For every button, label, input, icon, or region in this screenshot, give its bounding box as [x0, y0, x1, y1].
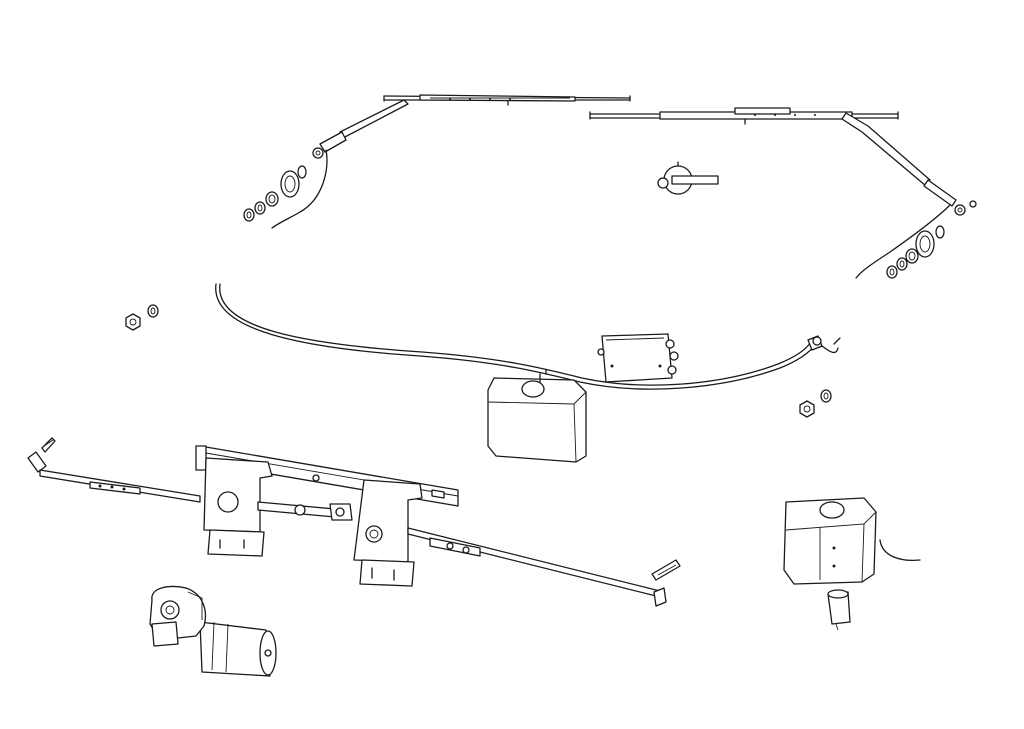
washer-reservoir	[487, 369, 587, 463]
wiper-motor	[149, 585, 277, 677]
washer-reservoir-with-pump	[783, 497, 921, 631]
spindle-seal-set-left	[243, 165, 307, 222]
wiper-arm-right	[841, 112, 977, 279]
washer-hose	[215, 283, 841, 390]
mounting-nuts	[125, 304, 832, 418]
washer-jet	[657, 161, 719, 195]
spindle-seal-set-right	[886, 225, 945, 279]
junction-box	[597, 333, 679, 383]
wiper-linkage-frame	[27, 437, 681, 607]
wiper-arm-left	[271, 99, 409, 229]
wiper-blade-right	[589, 107, 899, 125]
wiper-blade-left	[383, 94, 631, 106]
